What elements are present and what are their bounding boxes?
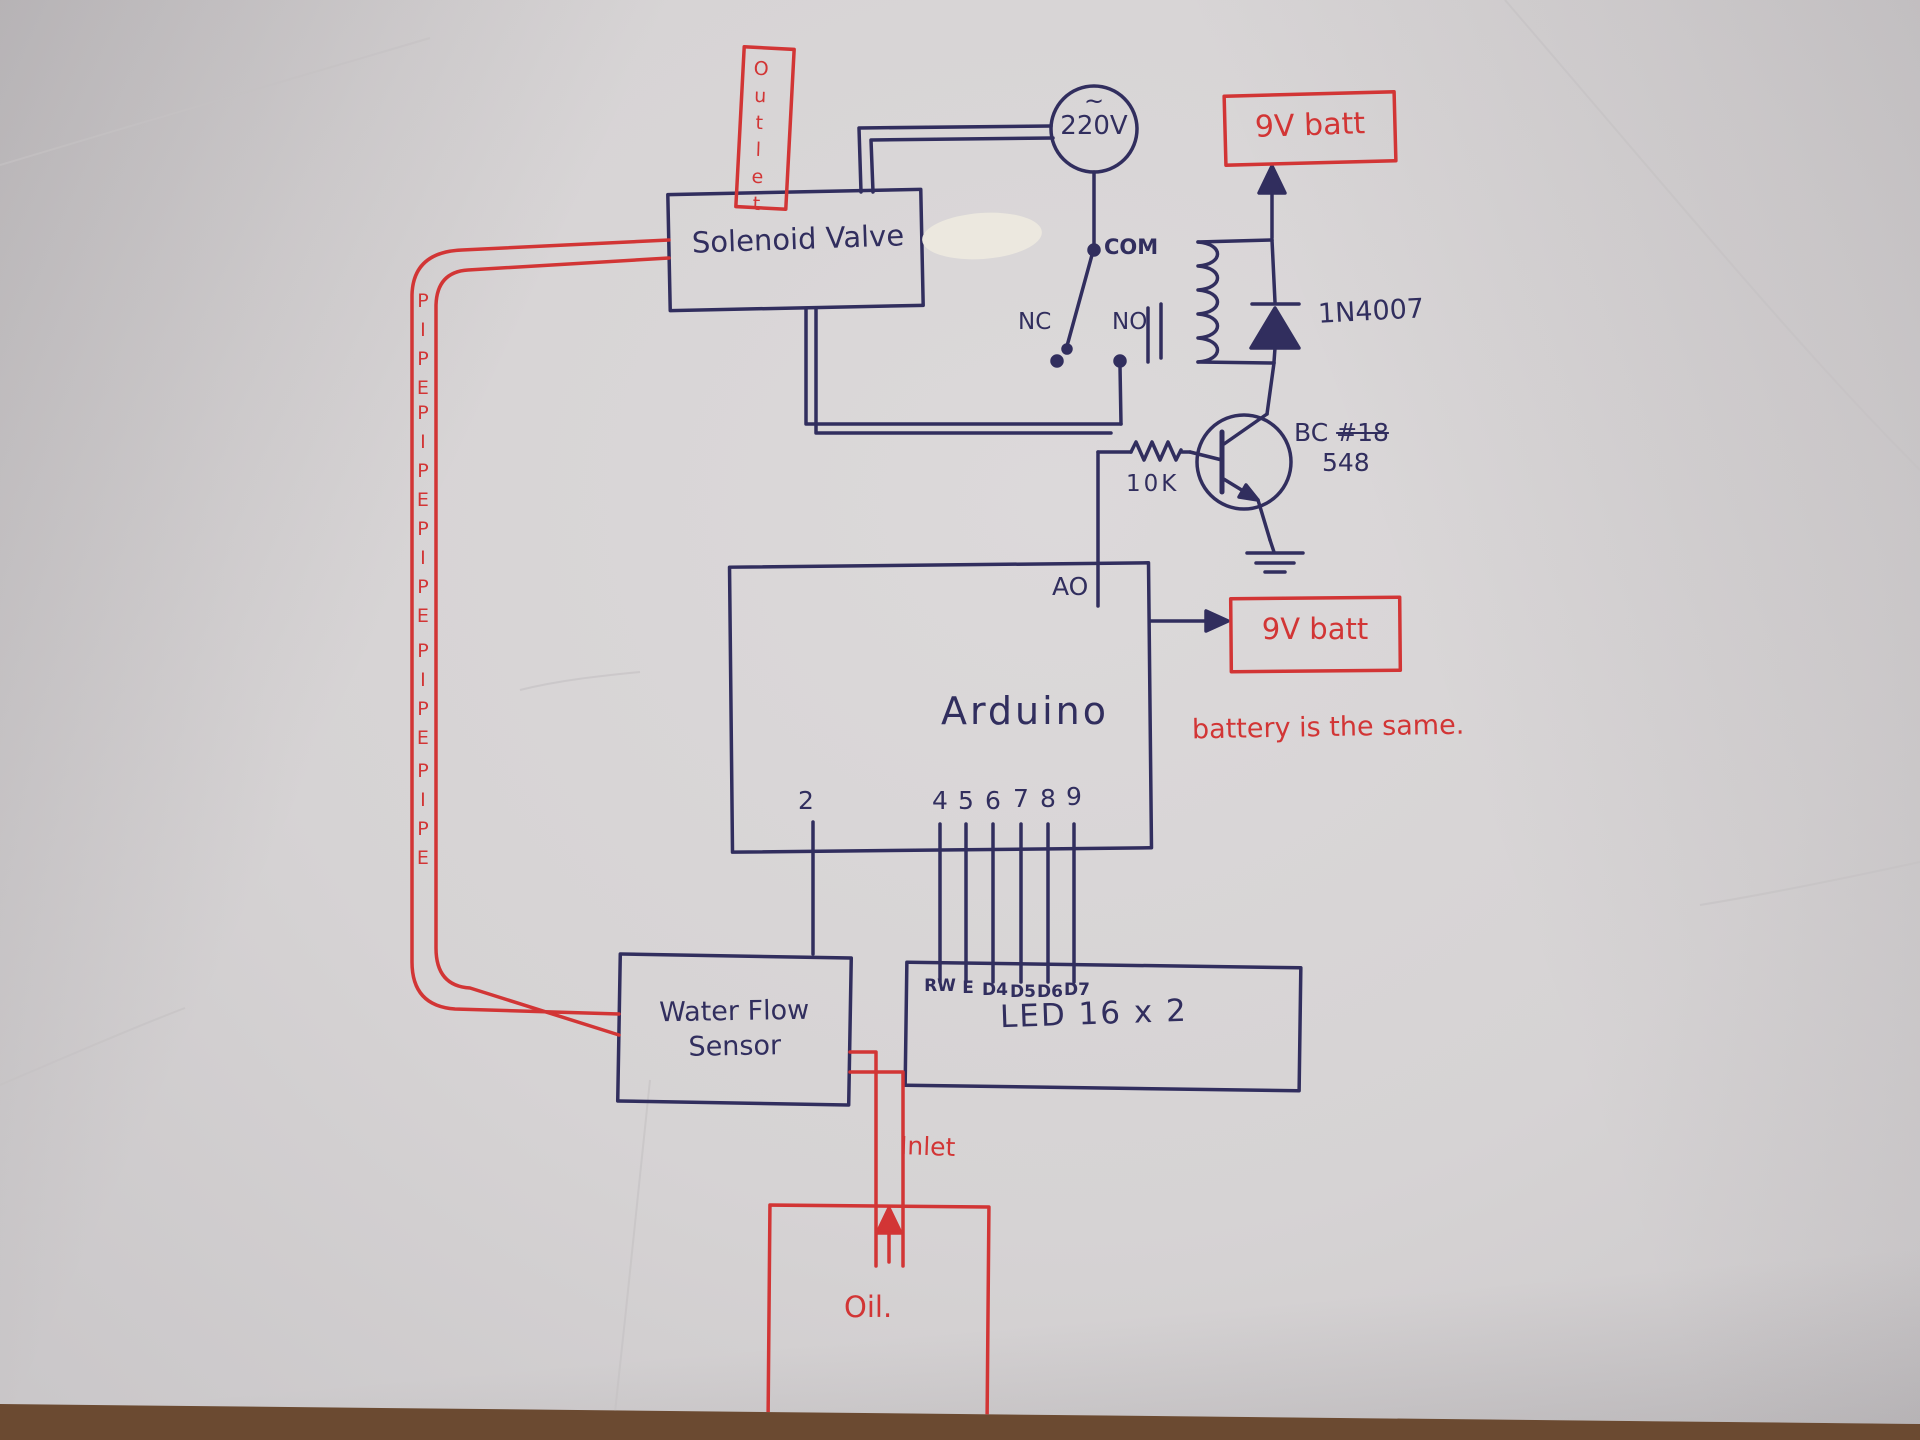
nc-label: NC [1018, 309, 1052, 335]
outlet-label: Outlet [744, 57, 773, 221]
pin-8-label: 8 [1040, 784, 1056, 813]
pipe-label-5: PIPE [411, 760, 434, 876]
lcd-pin-d7-label: D7 [1064, 980, 1090, 1000]
water-flow-sensor-box [615, 952, 854, 1107]
pin-4-label: 4 [932, 786, 948, 815]
com-label: COM [1104, 235, 1159, 259]
arduino-label: Arduino [940, 689, 1110, 733]
battery-top-label: 9V batt [1254, 106, 1366, 145]
pipe-lines [410, 238, 671, 1037]
battery-side-label: 9V batt [1261, 612, 1369, 646]
solenoid-valve-label: Solenoid Valve [691, 218, 905, 260]
arduino-box [727, 561, 1154, 854]
pin-5-label: 5 [958, 786, 974, 815]
relay-separator [1146, 302, 1163, 364]
ac-source-tilde: ~ [1083, 87, 1105, 115]
resistor-label: 10K [1126, 471, 1180, 497]
diode-label: 1N4007 [1317, 293, 1425, 330]
pipe-label-4: PIPE [411, 640, 434, 756]
lcd-pin-rw-label: RW [924, 976, 956, 996]
pin-7-label: 7 [1013, 784, 1029, 813]
lcd-pin-d6-label: D6 [1037, 982, 1063, 1002]
flyback-diode [1249, 238, 1301, 364]
transistor-struck-text: #18 [1336, 418, 1389, 447]
pin-2-label: 2 [798, 786, 814, 815]
pin-9-label: 9 [1066, 782, 1082, 811]
water-flow-line1: Water Flow [658, 994, 810, 1029]
whiteout-patch [922, 212, 1042, 260]
battery-top-box [1222, 90, 1398, 167]
transistor-value: 548 [1322, 448, 1370, 478]
pipe-label-2: PIPE [411, 402, 434, 518]
arrow-to-battery-top [1257, 164, 1287, 240]
pin-6-label: 6 [985, 786, 1001, 815]
water-flow-line2: Sensor [688, 1030, 782, 1063]
pipe-label-1: PIPE [411, 290, 434, 406]
lcd-pin-d5-label: D5 [1010, 982, 1036, 1002]
lcd-pin-d4-label: D4 [982, 980, 1008, 1000]
wire-coil-to-transistor [1265, 361, 1276, 416]
lcd-box [903, 960, 1303, 1093]
arduino-pin-wires [811, 820, 1076, 984]
outlet-box [734, 45, 796, 211]
water-flow-sensor-label: Water Flow Sensor [621, 992, 847, 1066]
arrow-arduino-to-battery-side [1148, 609, 1230, 633]
ground-symbol [1245, 538, 1305, 574]
no-label: NO [1112, 309, 1148, 335]
inlet-label: Inlet [899, 1131, 956, 1162]
relay-switch [1050, 243, 1127, 426]
transistor-prefix: BC [1294, 418, 1329, 447]
inlet-pipe-lines [848, 1050, 905, 1268]
battery-note: battery is the same. [1191, 709, 1465, 746]
transistor-label: BC #18 548 [1294, 418, 1389, 478]
pin-ao-label: AO [1052, 572, 1089, 601]
transistor [1188, 412, 1293, 542]
ac-source-label: 220V [1060, 111, 1128, 141]
relay-coil [1196, 238, 1276, 365]
solenoid-valve-box [666, 187, 925, 313]
pipe-label-3: PIPE [411, 518, 434, 634]
wire-solenoid-to-ac [857, 124, 1055, 194]
wire-solenoid-to-no [804, 307, 1123, 435]
battery-side-box [1228, 595, 1403, 674]
oil-label: Oil. [844, 1290, 893, 1324]
lcd-pin-e-label: E [962, 978, 974, 998]
base-resistor [1096, 440, 1192, 462]
lcd-label: LED 16 x 2 [999, 992, 1189, 1036]
